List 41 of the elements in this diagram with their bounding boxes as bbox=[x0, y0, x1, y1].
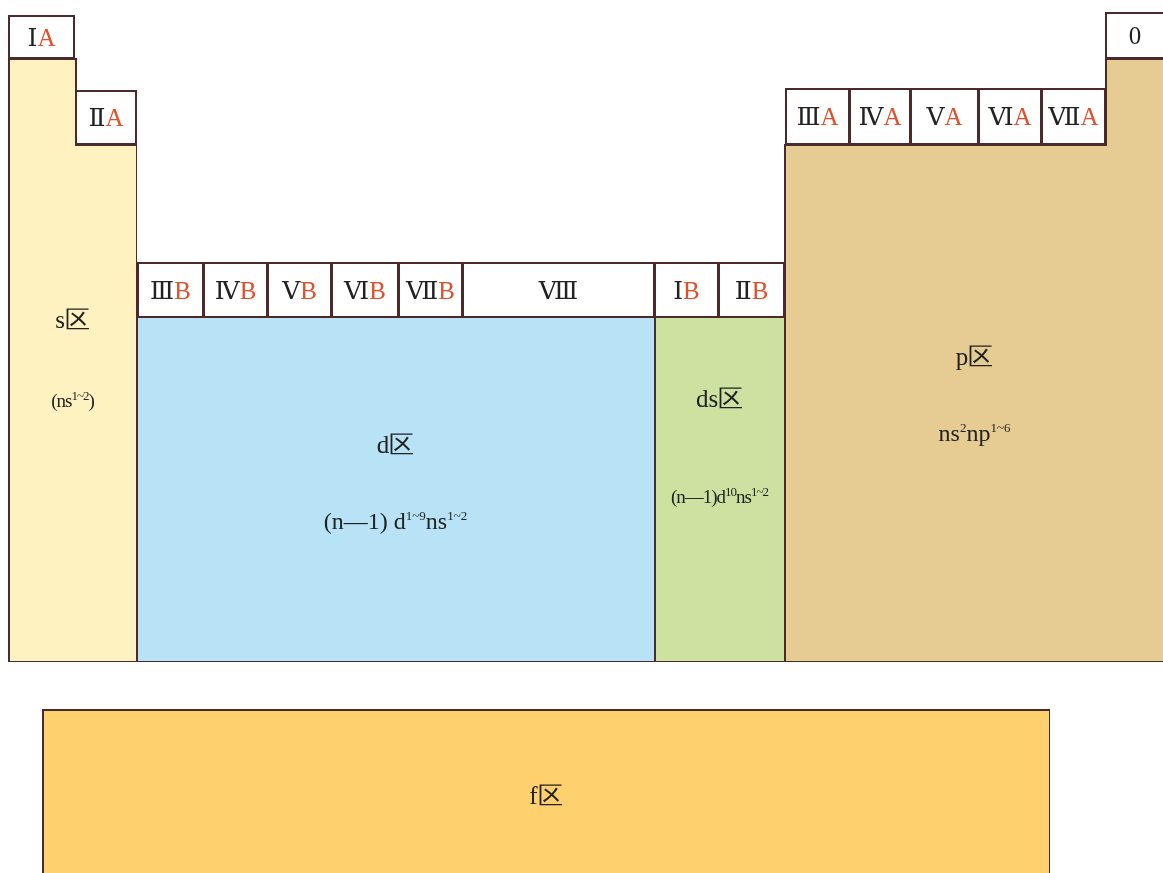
group-label: ⅠB bbox=[673, 275, 700, 305]
block-name: ds区 bbox=[694, 384, 745, 414]
group-label: ⅡA bbox=[88, 103, 124, 132]
group-header bbox=[398, 262, 463, 318]
group-label: ⅡB bbox=[734, 275, 769, 305]
group-header bbox=[718, 262, 785, 318]
group-header bbox=[203, 262, 268, 318]
block-name: s区 bbox=[54, 305, 91, 335]
group-label: 0 bbox=[1128, 21, 1142, 50]
group-header bbox=[910, 88, 979, 145]
group-label: ⅦB bbox=[406, 275, 455, 305]
block-name: f区 bbox=[528, 781, 564, 811]
group-header bbox=[849, 88, 911, 145]
group-label: ⅠA bbox=[27, 22, 56, 52]
group-header bbox=[137, 262, 204, 318]
electron-configuration: ns$^{2}$np$^{1~6}$ bbox=[937, 420, 1012, 447]
electron-configuration: (n—1)d$^{10}$ns$^{1~2}$ bbox=[669, 484, 770, 509]
group-header bbox=[978, 88, 1042, 145]
group-header bbox=[1041, 88, 1106, 145]
group-header bbox=[8, 15, 75, 59]
group-label: ⅦA bbox=[1048, 102, 1099, 131]
group-header bbox=[1105, 12, 1163, 59]
group-label: ⅣB bbox=[214, 275, 257, 305]
electron-configuration: (ns$^{1~2}$) bbox=[50, 388, 95, 413]
group-header bbox=[462, 262, 655, 318]
group-header bbox=[654, 262, 719, 318]
group-header bbox=[75, 90, 137, 145]
group-label: Ⅷ bbox=[538, 275, 579, 305]
group-header bbox=[785, 88, 850, 145]
group-label: ⅤB bbox=[282, 275, 317, 305]
group-label: ⅢB bbox=[150, 275, 191, 305]
group-label: ⅢA bbox=[796, 102, 839, 131]
block-name: p区 bbox=[954, 342, 995, 372]
block-name: d区 bbox=[375, 430, 416, 460]
group-header bbox=[267, 262, 332, 318]
group-label: ⅥA bbox=[988, 102, 1032, 131]
group-header bbox=[331, 262, 399, 318]
group-label: ⅥB bbox=[344, 275, 386, 305]
electron-configuration: (n—1) d$^{1~9}$ns$^{1~2}$ bbox=[322, 508, 469, 535]
group-label: ⅣA bbox=[858, 102, 902, 131]
group-label: ⅤA bbox=[926, 102, 963, 131]
